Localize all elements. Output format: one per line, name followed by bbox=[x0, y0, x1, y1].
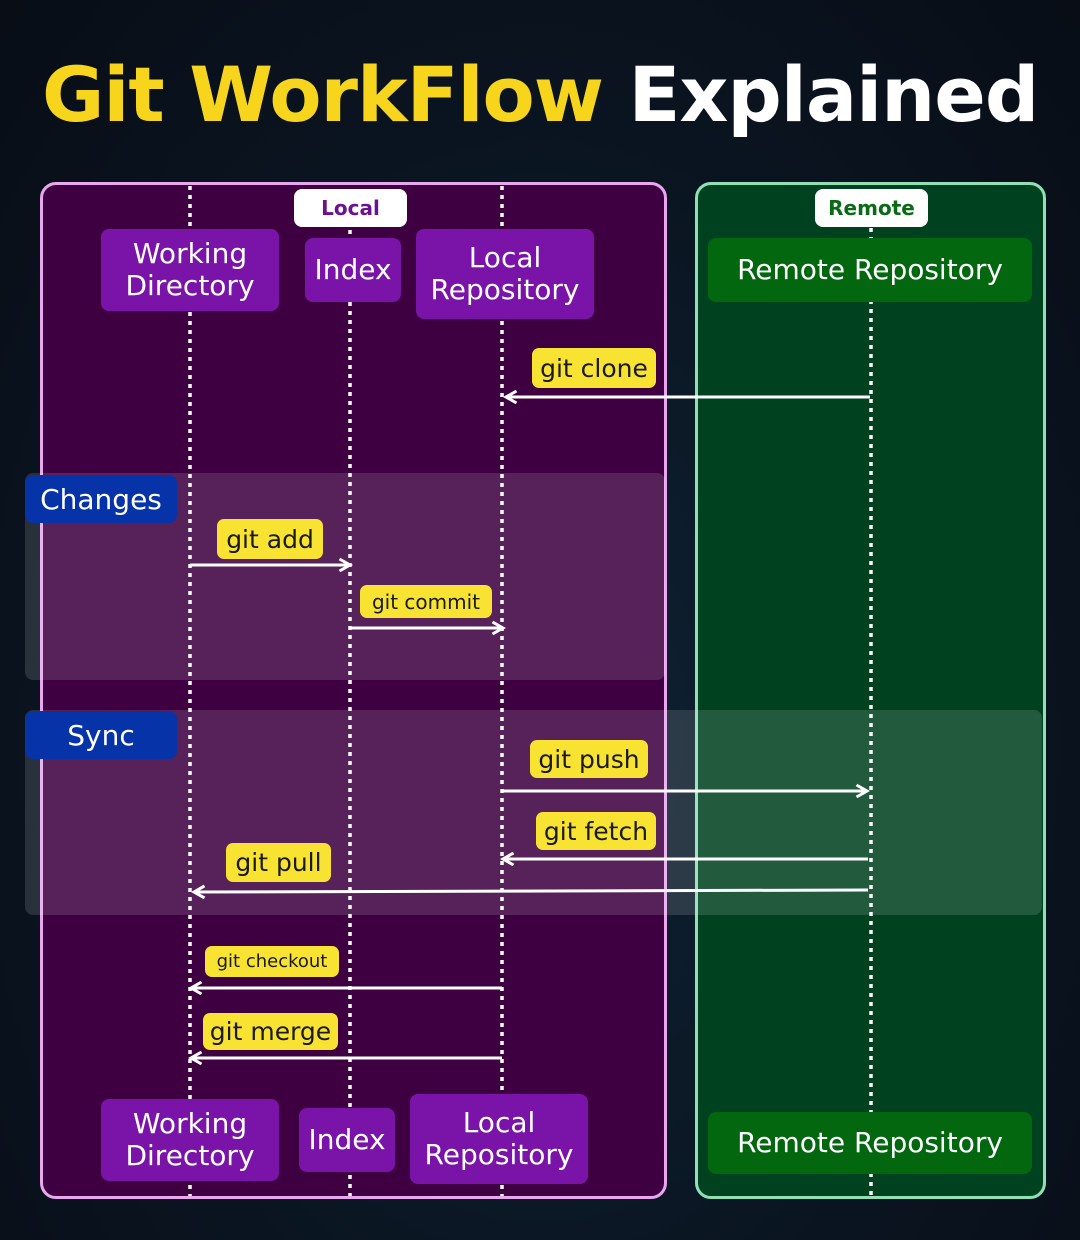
working-directory-node-top: Working Directory bbox=[101, 229, 279, 311]
label-git-merge: git merge bbox=[203, 1013, 338, 1050]
label-git-add: git add bbox=[217, 519, 323, 559]
section-sync: Sync bbox=[25, 711, 177, 759]
label-git-pull: git pull bbox=[226, 843, 331, 882]
local-tag: Local bbox=[294, 189, 407, 227]
index-node-top: Index bbox=[305, 238, 401, 302]
label-git-push: git push bbox=[530, 740, 648, 778]
label-git-checkout: git checkout bbox=[205, 946, 339, 977]
index-node-bottom: Index bbox=[299, 1108, 395, 1172]
local-repository-node-top: Local Repository bbox=[416, 229, 594, 319]
section-changes: Changes bbox=[25, 475, 177, 523]
remote-tag: Remote bbox=[815, 189, 928, 227]
label-git-fetch: git fetch bbox=[536, 812, 656, 850]
remote-repository-node-bottom: Remote Repository bbox=[708, 1112, 1032, 1174]
local-repository-node-bottom: Local Repository bbox=[410, 1094, 588, 1184]
label-git-clone: git clone bbox=[532, 348, 656, 388]
label-git-commit: git commit bbox=[360, 585, 492, 618]
page-title: Git WorkFlow Explained bbox=[42, 50, 1039, 139]
remote-repository-node-top: Remote Repository bbox=[708, 238, 1032, 302]
working-directory-node-bottom: Working Directory bbox=[101, 1099, 279, 1181]
arrow-git-pull bbox=[190, 884, 869, 900]
